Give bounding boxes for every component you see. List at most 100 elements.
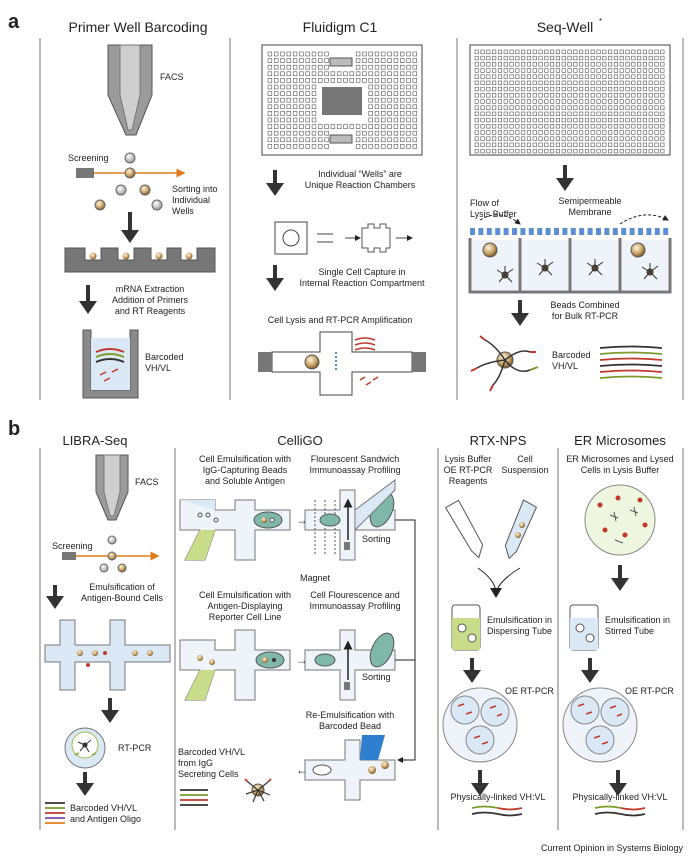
- well: [654, 80, 659, 86]
- well: [584, 148, 589, 154]
- well: [590, 62, 595, 67]
- well: [503, 80, 508, 86]
- well: [305, 64, 310, 70]
- well: [642, 148, 647, 154]
- well: [497, 62, 502, 67]
- sorting2-label: Sorting: [362, 672, 391, 682]
- well: [336, 71, 342, 77]
- well: [526, 117, 531, 123]
- well: [480, 74, 485, 79]
- well: [584, 99, 589, 104]
- well: [412, 97, 417, 103]
- well: [480, 68, 485, 73]
- well: [286, 117, 291, 123]
- well: [573, 55, 578, 61]
- well: [631, 86, 636, 92]
- well: [567, 130, 572, 135]
- well: [526, 136, 531, 141]
- well: [387, 137, 392, 143]
- well: [532, 117, 537, 123]
- well: [486, 142, 491, 148]
- well: [374, 71, 380, 77]
- well: [544, 80, 549, 86]
- well: [584, 49, 589, 55]
- well: [654, 99, 659, 104]
- well: [387, 71, 392, 77]
- well: [492, 111, 497, 117]
- well: [550, 62, 555, 67]
- well: [412, 104, 417, 110]
- well: [590, 117, 595, 123]
- well: [273, 64, 279, 70]
- well: [532, 99, 537, 104]
- well: [544, 55, 549, 61]
- well: [642, 74, 647, 79]
- well: [538, 74, 543, 79]
- well: [648, 62, 653, 67]
- well: [387, 84, 392, 90]
- well: [393, 144, 399, 149]
- well: [503, 49, 508, 55]
- well: [318, 51, 323, 57]
- well: [573, 74, 578, 79]
- well: [381, 91, 386, 96]
- well: [619, 62, 624, 67]
- well: [660, 68, 665, 73]
- membrane-pore: [470, 228, 475, 235]
- well: [648, 93, 653, 98]
- well: [637, 148, 642, 154]
- celligo-barcoded-seqs: [180, 789, 208, 806]
- well: [503, 124, 508, 129]
- well: [567, 148, 572, 154]
- well: [393, 84, 399, 90]
- well: [532, 111, 537, 117]
- well: [381, 71, 386, 77]
- well: [393, 117, 399, 123]
- well: [292, 91, 298, 96]
- well: [642, 124, 647, 129]
- well: [532, 68, 537, 73]
- er-linked-seqs: [594, 805, 646, 817]
- well: [381, 78, 386, 83]
- well: [550, 55, 555, 61]
- well: [318, 144, 323, 149]
- well: [406, 51, 411, 57]
- well: [486, 148, 491, 154]
- well: [280, 117, 285, 123]
- membrane-pore: [545, 228, 551, 235]
- droplet: [151, 199, 163, 211]
- well: [613, 93, 618, 98]
- well: [399, 117, 405, 123]
- well: [509, 86, 514, 92]
- well: [486, 93, 491, 98]
- well: [613, 105, 618, 110]
- well: [318, 64, 323, 70]
- well: [660, 117, 665, 123]
- well: [561, 68, 566, 73]
- well: [631, 136, 636, 141]
- well: [602, 62, 607, 67]
- well: [292, 137, 298, 143]
- well: [631, 62, 636, 67]
- well: [550, 68, 555, 73]
- well: [550, 49, 555, 55]
- well: [526, 148, 531, 154]
- well: [480, 105, 485, 110]
- well: [374, 117, 380, 123]
- well: [393, 51, 399, 57]
- well: [561, 105, 566, 110]
- well: [492, 55, 497, 61]
- panel-letter-b: b: [8, 418, 20, 440]
- membrane-pore: [612, 228, 618, 235]
- well: [393, 71, 399, 77]
- well: [318, 58, 323, 63]
- well: [526, 80, 531, 86]
- well: [544, 124, 549, 129]
- well: [280, 97, 285, 103]
- well: [660, 148, 665, 154]
- well: [654, 55, 659, 61]
- well: [509, 68, 514, 73]
- well: [399, 51, 405, 57]
